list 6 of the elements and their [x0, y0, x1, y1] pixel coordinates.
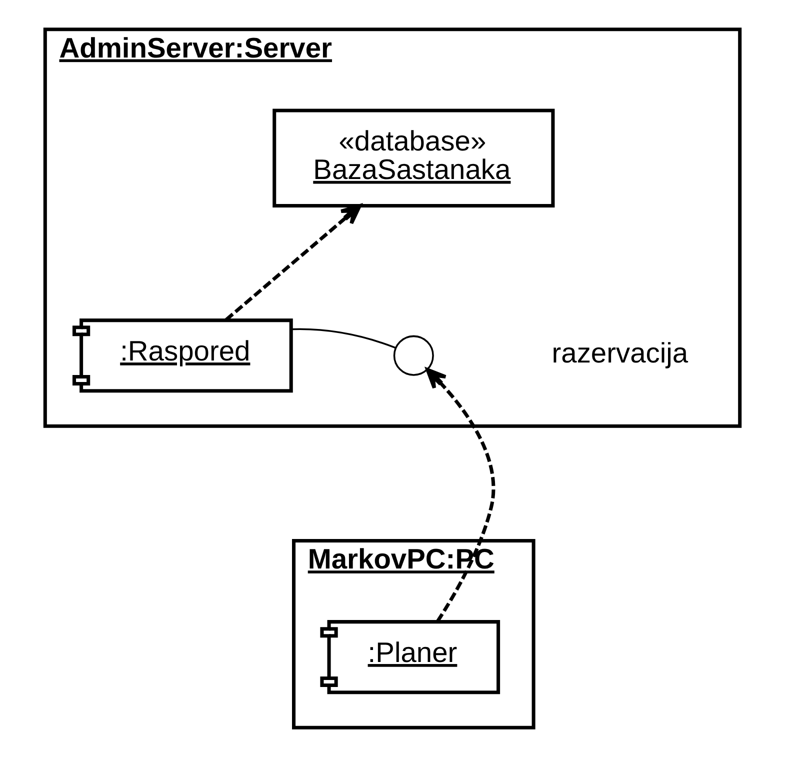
arrow [426, 368, 496, 622]
node-box: «database» BazaSastanaka [272, 108, 555, 208]
node-circle [393, 335, 434, 376]
node-label: razervacija [552, 336, 688, 368]
connector [291, 328, 396, 349]
arrow [225, 204, 362, 322]
